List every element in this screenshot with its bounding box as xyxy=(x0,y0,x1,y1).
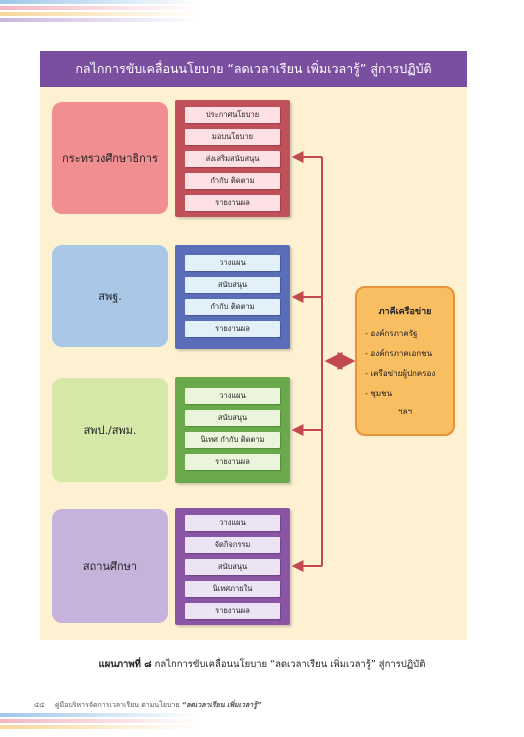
action-item: วางแผน xyxy=(185,388,280,404)
footer-text: คู่มือบริหารจัดการเวลาเรียน ตามนโยบาย xyxy=(54,701,180,709)
action-item: นิเทศ กำกับ ติดตาม xyxy=(185,432,280,448)
group-obec: สพฐ. xyxy=(52,245,168,347)
network-etc: ฯลฯ xyxy=(398,407,412,416)
group-area-office: สพป./สพม. xyxy=(52,378,168,482)
group-school-label: สถานศึกษา xyxy=(82,560,138,573)
group-area-office-label: สพป./สพม. xyxy=(83,424,137,437)
action-item: กำกับ ติดตาม xyxy=(185,173,280,189)
action-item: ส่งเสริมสนับสนุน xyxy=(185,151,280,167)
actions-obec: วางแผน สนับสนุน กำกับ ติดตาม รายงานผล xyxy=(175,245,290,349)
group-ministry: กระทรวงศึกษาธิการ xyxy=(52,102,168,214)
network-item: - องค์กรภาคเอกชน xyxy=(365,349,433,358)
actions-area-office: วางแผน สนับสนุน นิเทศ กำกับ ติดตาม รายงา… xyxy=(175,377,290,483)
group-ministry-label: กระทรวงศึกษาธิการ xyxy=(62,152,158,165)
decorative-stripes-top xyxy=(0,0,200,28)
group-obec-label: สพฐ. xyxy=(98,290,122,303)
action-item: วางแผน xyxy=(185,515,280,531)
figure-caption-text: กลไกการขับเคลื่อนนโยบาย “ลดเวลาเรียน เพิ… xyxy=(154,659,426,670)
action-item: รายงานผล xyxy=(185,454,280,470)
page-number: ๔๔ xyxy=(34,701,45,709)
diagram-title: กลไกการขับเคลื่อนนโยบาย “ลดเวลาเรียน เพิ… xyxy=(40,51,467,87)
action-item: ประกาศนโยบาย xyxy=(185,107,280,123)
group-school: สถานศึกษา xyxy=(52,509,168,623)
network-partners-box: ภาคีเครือข่าย - องค์กรภาครัฐ - องค์กรภาค… xyxy=(355,286,455,436)
action-item: มอบนโยบาย xyxy=(185,129,280,145)
action-item: รายงานผล xyxy=(185,603,280,619)
action-item: จัดกิจกรรม xyxy=(185,537,280,553)
footer-emphasis: “ลดเวลาเรียน เพิ่มเวลารู้” xyxy=(181,701,262,709)
actions-ministry: ประกาศนโยบาย มอบนโยบาย ส่งเสริมสนับสนุน … xyxy=(175,100,290,217)
action-item: สนับสนุน xyxy=(185,559,280,575)
network-title: ภาคีเครือข่าย xyxy=(378,307,432,317)
actions-school: วางแผน จัดกิจกรรม สนับสนุน นิเทศภายใน รา… xyxy=(175,508,290,625)
action-item: รายงานผล xyxy=(185,321,280,337)
network-item: - องค์กรภาครัฐ xyxy=(365,329,418,338)
network-item: - เครือข่ายผู้ปกครอง xyxy=(365,369,436,378)
action-item: สนับสนุน xyxy=(185,277,280,293)
figure-caption-label: แผนภาพที่ ๘ xyxy=(98,659,152,670)
decorative-stripes-bottom xyxy=(0,713,200,737)
action-item: รายงานผล xyxy=(185,195,280,211)
action-item: กำกับ ติดตาม xyxy=(185,299,280,315)
action-item: นิเทศภายใน xyxy=(185,581,280,597)
action-item: สนับสนุน xyxy=(185,410,280,426)
network-item: - ชุมชน xyxy=(365,389,393,398)
action-item: วางแผน xyxy=(185,255,280,271)
figure-caption: แผนภาพที่ ๘ กลไกการขับเคลื่อนนโยบาย “ลดเ… xyxy=(0,657,524,672)
page-footer: ๔๔ คู่มือบริหารจัดการเวลาเรียน ตามนโยบาย… xyxy=(34,700,261,711)
